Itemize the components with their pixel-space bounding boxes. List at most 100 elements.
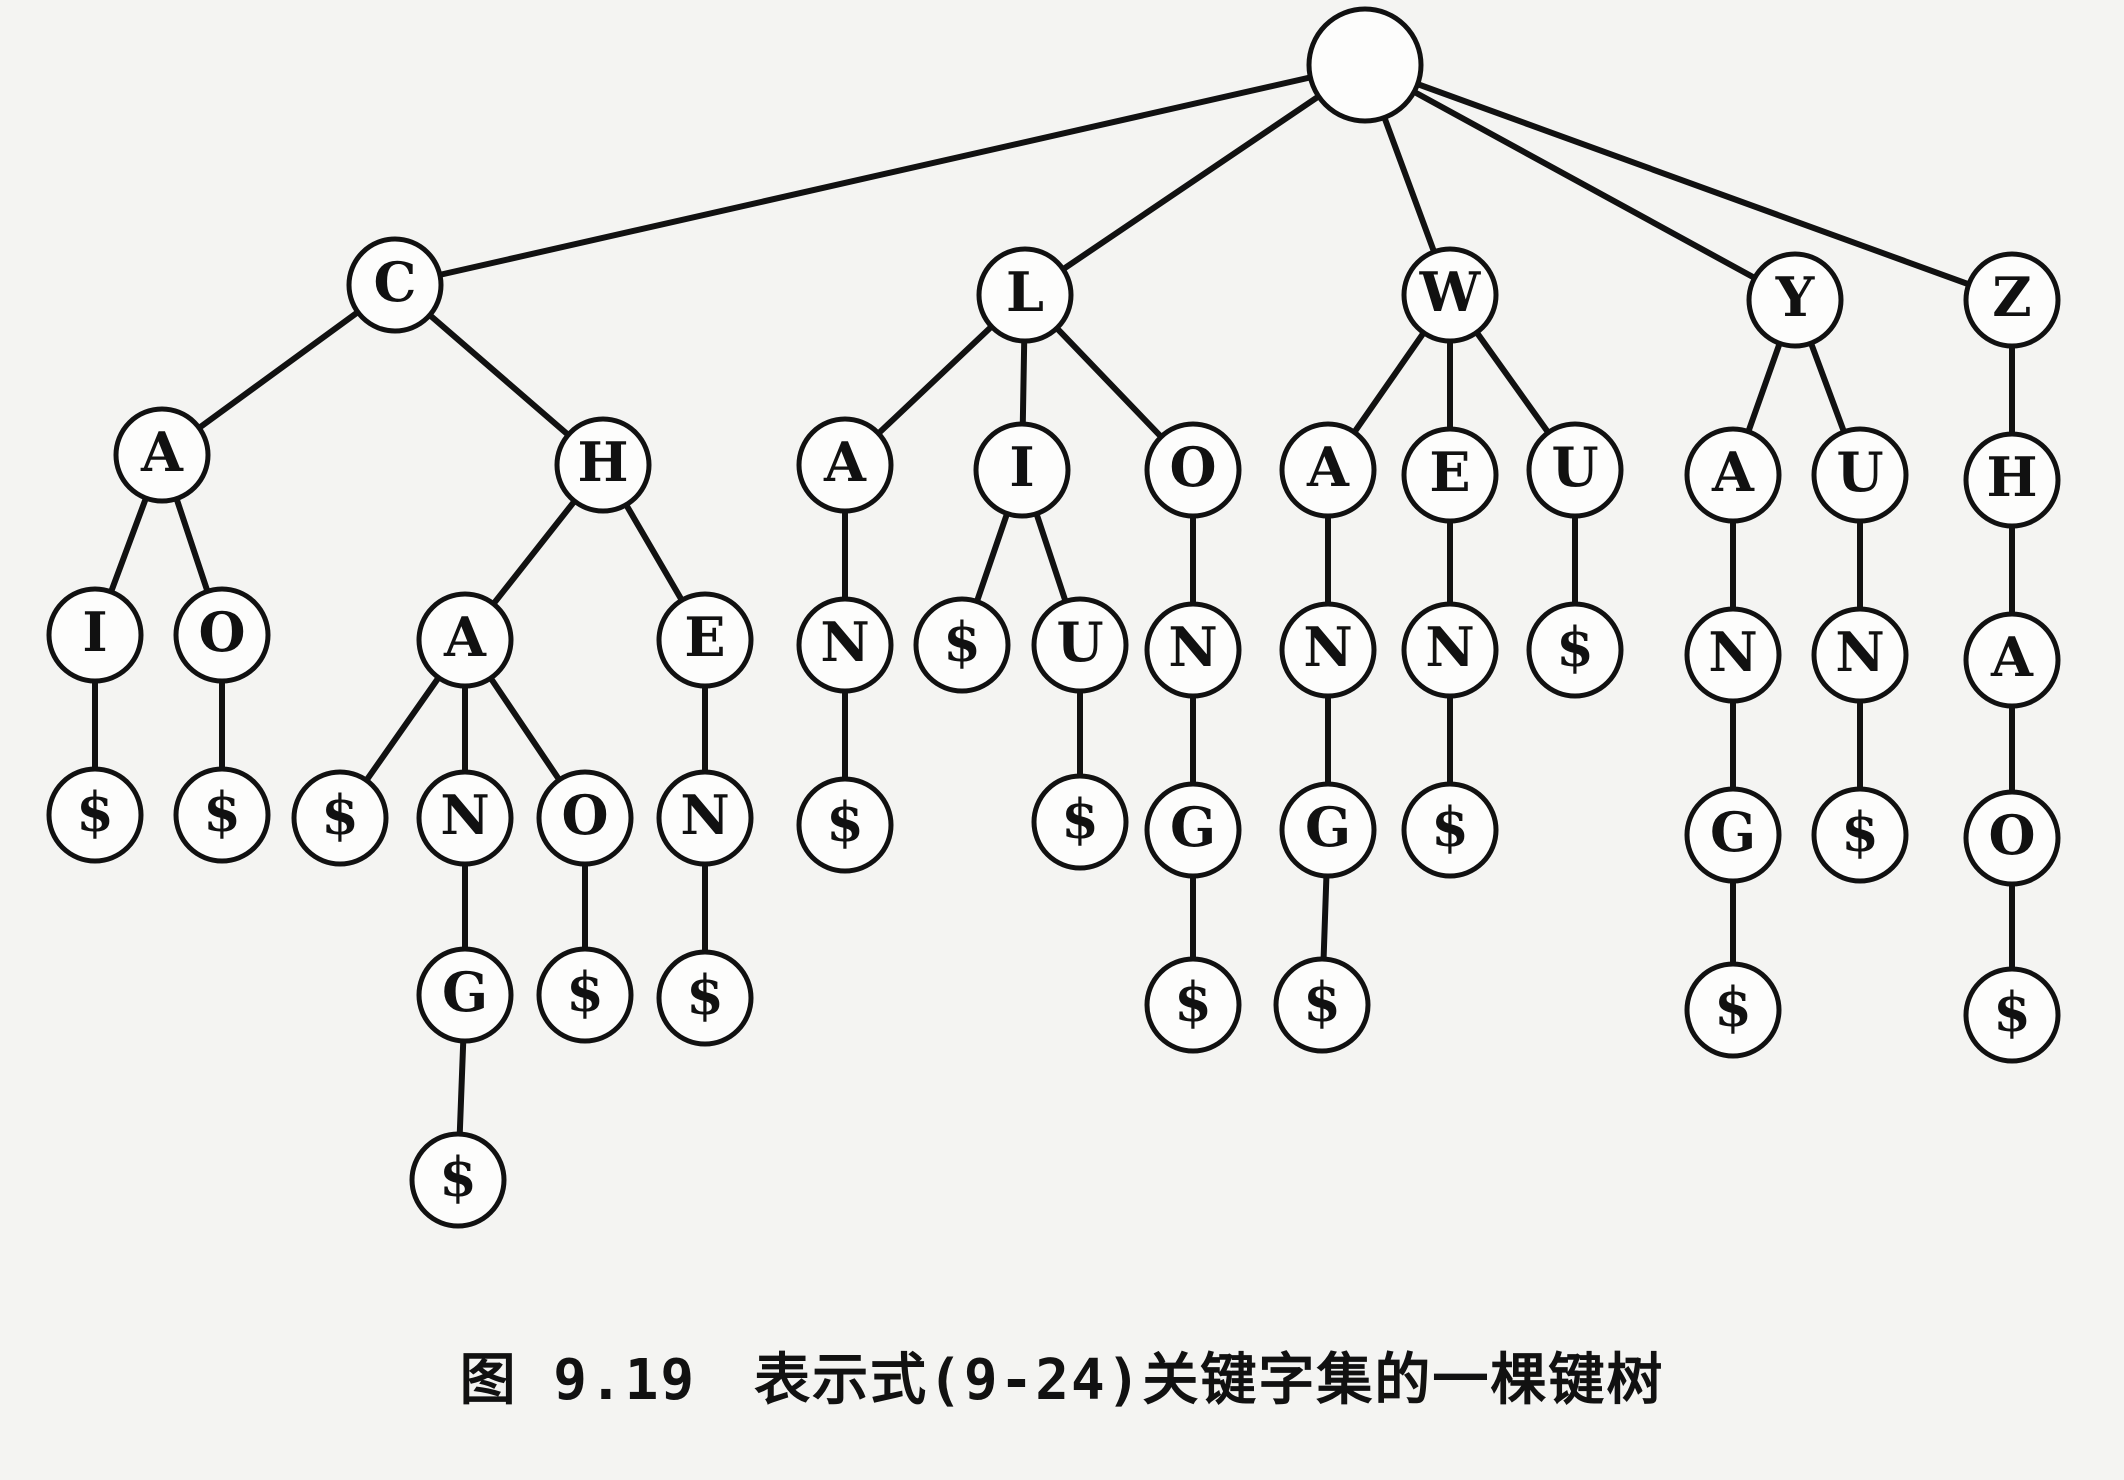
tree-node-end: $ [1401, 781, 1499, 879]
node-label: Y [1775, 265, 1816, 329]
tree-node-end: $ [796, 776, 894, 874]
tree-node-u: U [1031, 596, 1129, 694]
tree-node-end: $ [46, 766, 144, 864]
node-label: $ [826, 790, 864, 854]
node-circle [976, 246, 1074, 344]
node-circle [113, 406, 211, 504]
node-circle [1273, 956, 1371, 1054]
tree-node-end: $ [913, 596, 1011, 694]
tree-node-w: W [1401, 246, 1499, 344]
node-circle [46, 586, 144, 684]
tree-node-end: $ [1684, 961, 1782, 1059]
node-label: $ [943, 610, 981, 674]
node-circle [1684, 426, 1782, 524]
node-circle [416, 769, 514, 867]
tree-node-n: N [796, 596, 894, 694]
node-circle [1746, 251, 1844, 349]
node-label: A [1306, 435, 1350, 499]
node-circle [1811, 606, 1909, 704]
node-circle [1811, 786, 1909, 884]
node-circle [1401, 601, 1499, 699]
node-circle [1279, 781, 1377, 879]
tree-node-n: N [1401, 601, 1499, 699]
node-circle [1963, 611, 2061, 709]
node-label: $ [1841, 800, 1879, 864]
tree-node-n: N [1684, 606, 1782, 704]
node-circle [1279, 601, 1377, 699]
node-circle [1963, 431, 2061, 529]
tree-node-g: G [416, 946, 514, 1044]
tree-node-e: E [1401, 426, 1499, 524]
node-circle [346, 236, 444, 334]
tree-node-y: Y [1746, 251, 1844, 349]
node-circle [1526, 601, 1624, 699]
node-circle [1031, 596, 1129, 694]
node-label: A [1711, 440, 1755, 504]
node-label: N [1168, 615, 1217, 679]
tree-node-g: G [1279, 781, 1377, 879]
node-circle [656, 591, 754, 689]
node-label: $ [439, 1145, 477, 1209]
tree-node-z: Z [1963, 251, 2061, 349]
node-circle [1401, 426, 1499, 524]
tree-node-g: G [1144, 781, 1242, 879]
node-circle [1684, 606, 1782, 704]
tree-node-n: N [416, 769, 514, 867]
tree-node-h: H [554, 416, 652, 514]
node-label: A [1990, 625, 2034, 689]
node-circle [1811, 426, 1909, 524]
node-circle [1279, 421, 1377, 519]
node-label: $ [1174, 970, 1212, 1034]
tree-node-n: N [1144, 601, 1242, 699]
tree-node-end: $ [409, 1131, 507, 1229]
node-circle [46, 766, 144, 864]
node-label: O [1988, 803, 2035, 867]
node-label: $ [76, 780, 114, 844]
root [1306, 6, 1424, 124]
tree-node-end: $ [173, 766, 271, 864]
node-label: $ [203, 780, 241, 844]
node-label: G [442, 960, 488, 1024]
node-circle [1144, 421, 1242, 519]
node-circle [913, 596, 1011, 694]
node-circle [796, 416, 894, 514]
node-label: $ [1061, 787, 1099, 851]
tree-node-a: A [113, 406, 211, 504]
node-circle [409, 1131, 507, 1229]
node-label: C [374, 250, 417, 314]
tree-node-end: $ [291, 769, 389, 867]
tree-node-u: U [1811, 426, 1909, 524]
tree-node-i: I [973, 421, 1071, 519]
tree-node-end: $ [1144, 956, 1242, 1054]
node-label: I [1009, 435, 1034, 499]
figure-caption: 图 9.19 表示式(9-24)关键字集的一棵键树 [459, 1348, 1665, 1413]
node-label: E [684, 605, 725, 669]
tree-node-a: A [416, 591, 514, 689]
tree-node-end: $ [536, 946, 634, 1044]
node-circle [291, 769, 389, 867]
node-label: W [1419, 260, 1482, 324]
tree-node-n: N [1811, 606, 1909, 704]
tree-node-end: $ [1963, 966, 2061, 1064]
tree-node-e: E [656, 591, 754, 689]
tree-node-end: $ [1273, 956, 1371, 1054]
node-label: A [823, 430, 867, 494]
tree-edge [392, 62, 1368, 288]
tree-node-n: N [1279, 601, 1377, 699]
node-circle [1144, 601, 1242, 699]
node-label: U [1056, 610, 1103, 674]
key-tree: $I$OA$$GN$OA$NEHC$NA$$UI$GNOL$GNA$NE$UW$… [46, 6, 2061, 1229]
tree-node-l: L [976, 246, 1074, 344]
tree-node-n: N [656, 769, 754, 867]
node-circle [973, 421, 1071, 519]
tree-node-o: O [1144, 421, 1242, 519]
node-label: H [577, 430, 628, 494]
node-circle [536, 769, 634, 867]
node-circle [796, 776, 894, 874]
node-circle [1684, 786, 1782, 884]
node-circle [1031, 773, 1129, 871]
node-circle [1526, 421, 1624, 519]
tree-node-h: H [1963, 431, 2061, 529]
node-label: N [1303, 615, 1352, 679]
